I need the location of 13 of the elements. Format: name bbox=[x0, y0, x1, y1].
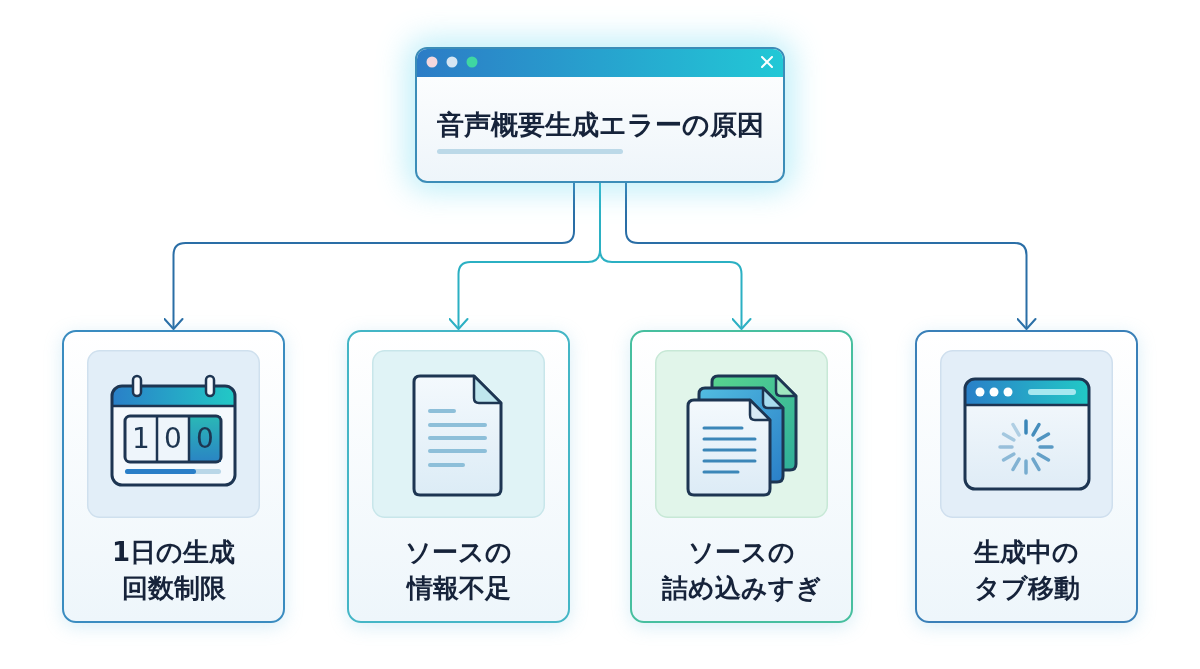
card-title: 1日の生成回数制限 bbox=[111, 536, 236, 605]
arrow bbox=[163, 182, 575, 330]
card-title: ソースの情報不足 bbox=[405, 536, 512, 605]
card-title: 生成中のタブ移動 bbox=[973, 536, 1080, 605]
arrow bbox=[625, 182, 1037, 330]
card bbox=[630, 330, 853, 623]
card bbox=[347, 330, 570, 623]
window-panel bbox=[415, 47, 785, 183]
card bbox=[915, 330, 1138, 623]
arrow bbox=[599, 182, 752, 330]
card bbox=[62, 330, 285, 623]
heading: 音声概要生成エラーの原因 bbox=[436, 108, 764, 142]
card-title: ソースの詰め込みすぎ bbox=[661, 536, 822, 605]
